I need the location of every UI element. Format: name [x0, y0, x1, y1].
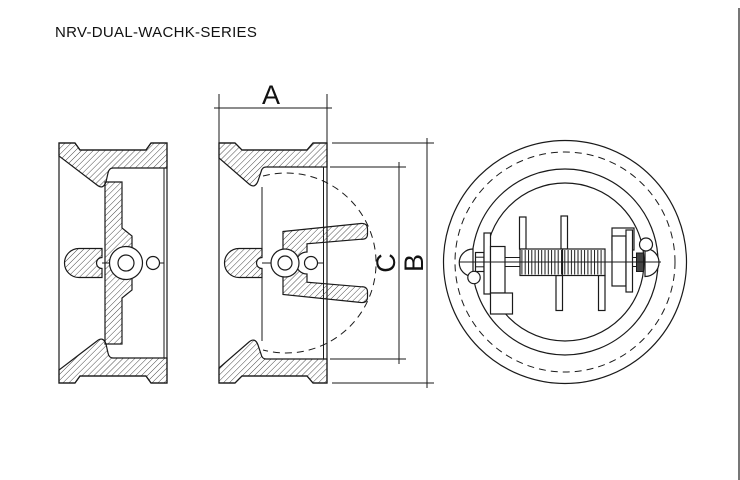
front-view	[442, 139, 688, 385]
body-bottom-section	[58, 338, 168, 384]
left-plug-eye	[467, 270, 481, 285]
left-retainer-block	[489, 245, 506, 294]
body-top-section	[58, 142, 168, 188]
left-retainer-group	[458, 232, 520, 315]
body-outer-circle	[442, 139, 688, 385]
disc-swing-arc	[262, 172, 377, 354]
dimension-A: A	[214, 80, 332, 178]
right-washer-plate	[625, 229, 634, 293]
dimension-B: B	[332, 138, 434, 388]
left-lower-lug	[489, 292, 514, 315]
hinge-pin-bore	[277, 255, 293, 271]
hinge-boss	[63, 247, 103, 279]
right-retainer-block	[611, 235, 627, 287]
right-plug-eye	[638, 237, 654, 252]
disc-edge-lower-mid	[555, 274, 564, 312]
hinge-pin-bore	[117, 254, 135, 272]
disc-edge-upper-left	[518, 216, 527, 250]
left-section-view	[58, 142, 168, 384]
drawing-title: NRV-DUAL-WACHK-SERIES	[55, 24, 257, 41]
dim-label-C: C	[371, 253, 401, 273]
stop-pin-hole	[145, 255, 161, 271]
hinge-boss	[223, 247, 263, 279]
disc-edge-lower-right	[597, 274, 606, 312]
dimension-annotations: A C B	[214, 80, 434, 388]
dim-label-A: A	[262, 80, 280, 110]
dim-label-B: B	[399, 254, 429, 272]
left-washer-plate	[483, 232, 492, 295]
gasket-pilot-dashed-circle	[454, 151, 676, 373]
middle-section-view	[218, 142, 377, 384]
dimension-C: C	[330, 162, 406, 364]
disc-edge-upper-mid	[560, 215, 569, 250]
body-bottom-section	[218, 339, 328, 384]
stop-pin-hole	[303, 255, 319, 271]
